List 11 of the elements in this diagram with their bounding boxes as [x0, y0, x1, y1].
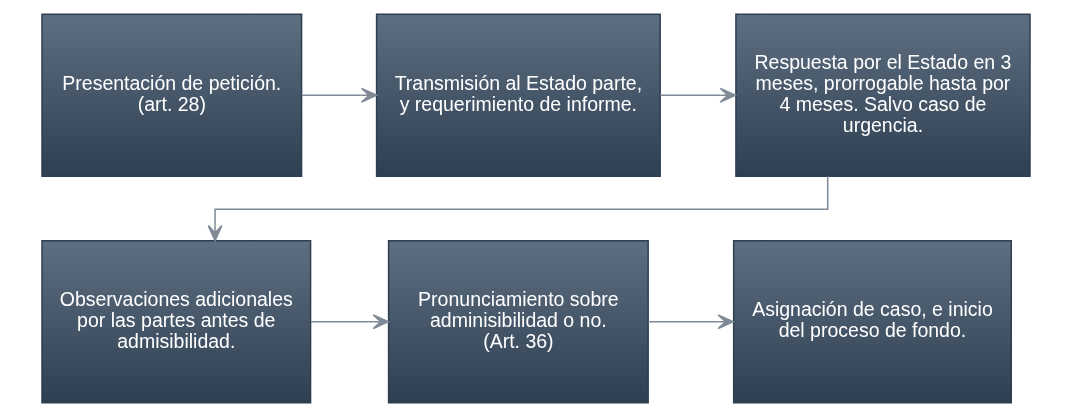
arrow	[310, 314, 389, 330]
node-box: Transmisión al Estado parte, y requerimiento de informe.	[375, 13, 661, 177]
node-box: Observaciones adicionales por las partes antes de admisibilidad.	[41, 240, 312, 404]
arrow	[647, 314, 734, 330]
node-box: Presentación de petición. (art. 28)	[41, 13, 303, 177]
arrow	[301, 87, 378, 103]
arrow	[207, 175, 829, 242]
node-box: Pronunciamiento sobre adminisibilidad o no. (Art. 36)	[387, 240, 649, 404]
node-box: Asignación de caso, e inicio del proceso de fondo.	[732, 240, 1012, 404]
node-box: Respuesta por el Estado en 3 meses, prorrogable hasta por 4 meses. Salvo caso de urgencia.	[735, 13, 1031, 177]
arrow	[659, 87, 737, 103]
